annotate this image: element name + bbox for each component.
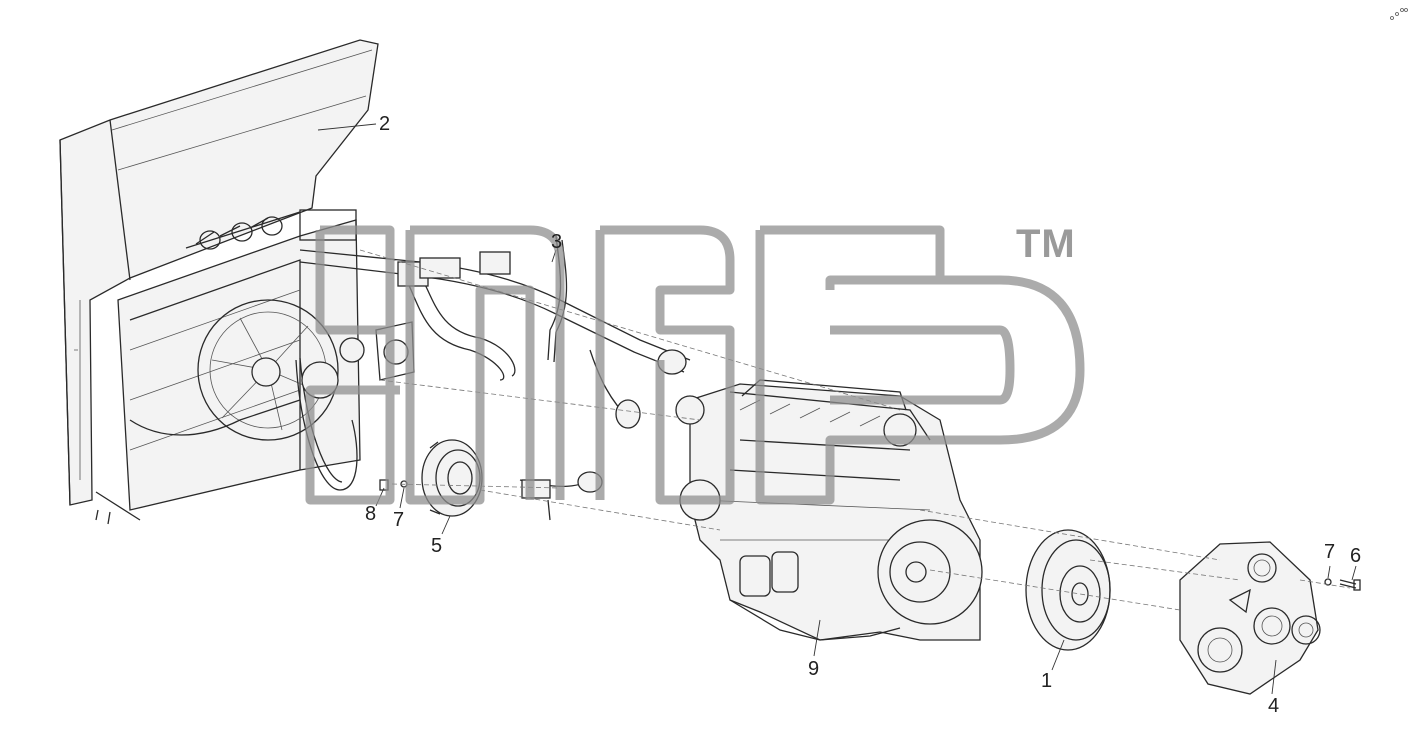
callout-part-1: 1 <box>1041 670 1053 692</box>
bolt-part-6 <box>1339 579 1361 591</box>
gear-housing-part-4 <box>1179 541 1321 695</box>
callout-part-4: 4 <box>1268 695 1280 717</box>
callout-part-6: 6 <box>1350 545 1362 567</box>
callout-part-7-right: 7 <box>1324 541 1336 563</box>
watermark-logo <box>305 225 1085 505</box>
callout-part-8: 8 <box>365 503 377 525</box>
engine-part-9 <box>675 379 983 641</box>
callout-part-2: 2 <box>379 113 391 135</box>
callout-part-3: 3 <box>551 231 563 253</box>
washer-part-7-right <box>1324 578 1332 586</box>
callout-part-9: 9 <box>808 658 820 680</box>
pulley-part-5 <box>421 439 483 517</box>
trademark-mark: TM <box>1016 222 1076 266</box>
callout-part-7: 7 <box>393 509 405 531</box>
flywheel-part-1 <box>1025 529 1111 651</box>
callout-part-5: 5 <box>431 535 443 557</box>
corner-dots-icon <box>1390 8 1408 20</box>
radiator-shroud-part-2 <box>59 39 379 506</box>
